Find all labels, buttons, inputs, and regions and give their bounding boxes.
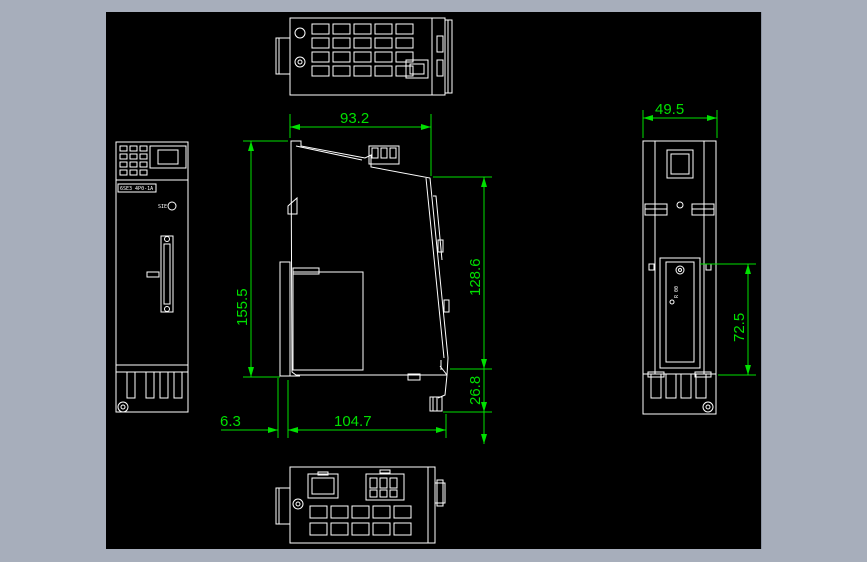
vent-slot [139, 153, 148, 160]
vent-slot [311, 37, 330, 49]
vent-slot [129, 161, 138, 168]
vent-slot [393, 522, 412, 536]
vent-slot [332, 51, 351, 63]
vent-slot [309, 522, 328, 536]
vent-slot [332, 65, 351, 77]
vent-slot [311, 51, 330, 63]
vent-slot [119, 169, 128, 176]
vent-slot [374, 65, 393, 77]
vent-slot [139, 169, 148, 176]
vent-slot [374, 23, 393, 35]
vent-slot [330, 505, 349, 519]
svg-text:SIE: SIE [158, 204, 167, 210]
dimension-lines [221, 110, 756, 444]
dim-height-lower: 26.8 [467, 376, 484, 405]
vent-slot [395, 23, 414, 35]
vent-slot [395, 65, 414, 77]
dim-width-side: 49.5 [655, 101, 684, 118]
vent-slot [119, 145, 128, 152]
vent-slot [311, 23, 330, 35]
vent-slot [129, 145, 138, 152]
vent-slot [353, 23, 372, 35]
right-view: R 00 [642, 140, 717, 415]
vent-slot [353, 37, 372, 49]
vent-slot [129, 169, 138, 176]
vent-slot [395, 51, 414, 63]
vent-slot [395, 37, 414, 49]
vent-slot [351, 505, 370, 519]
vent-slot [393, 505, 412, 519]
vent-slot [119, 161, 128, 168]
vent-slot [353, 65, 372, 77]
side-tag-label: R 00 [674, 286, 680, 298]
vent-slot [332, 37, 351, 49]
dim-offset-left: 6.3 [220, 413, 241, 430]
vent-slot [309, 505, 328, 519]
dim-height-total: 155.5 [234, 288, 251, 326]
front-model-label: 6SE3 4P0-1A [120, 186, 153, 192]
vent-slot [372, 505, 391, 519]
vent-slot [351, 522, 370, 536]
bottom-view [275, 466, 446, 544]
vent-slot [374, 51, 393, 63]
vent-slot [139, 145, 148, 152]
drawing-canvas[interactable] [106, 12, 762, 549]
vent-slot [311, 65, 330, 77]
dim-height-side: 72.5 [731, 313, 748, 342]
dim-height-upper: 128.6 [467, 258, 484, 296]
vent-slot [119, 153, 128, 160]
front-view: 6SE3 4P0-1A SIE [115, 141, 189, 413]
dim-depth-bottom: 104.7 [334, 413, 372, 430]
vent-slot [129, 153, 138, 160]
top-view [275, 17, 453, 96]
vent-slot [330, 522, 349, 536]
vent-slot [139, 161, 148, 168]
vent-slot [353, 51, 372, 63]
vent-slot [372, 522, 391, 536]
vent-slot [374, 37, 393, 49]
vent-slot [332, 23, 351, 35]
side-view [279, 140, 450, 412]
dim-width-top: 93.2 [340, 110, 369, 127]
